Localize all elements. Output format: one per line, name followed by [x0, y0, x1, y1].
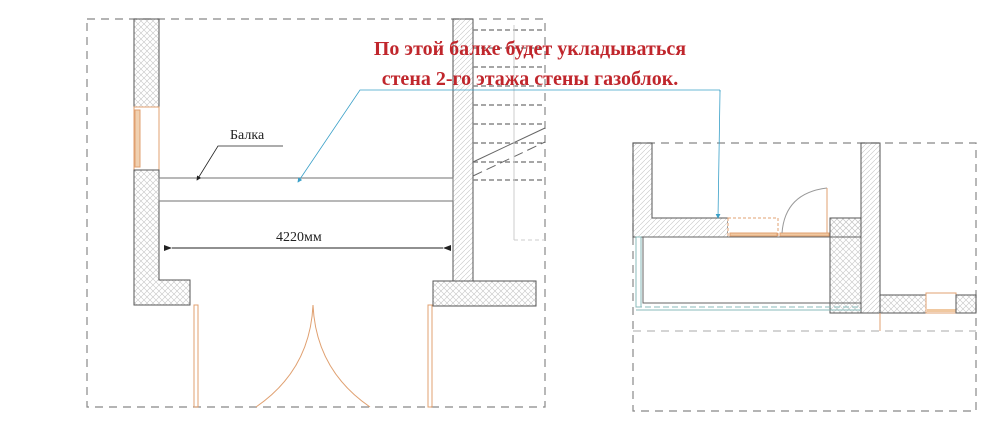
- dimension-label: 4220мм: [276, 230, 322, 245]
- annotation-text: По этой балке будет укладываться стена 2…: [330, 34, 730, 94]
- left-plan: [86, 18, 720, 408]
- annotation-line-2: стена 2-го этажа стены газоблок.: [381, 68, 679, 90]
- annotation-line-1: По этой балке будет укладываться: [373, 38, 687, 60]
- beam-label: Балка: [230, 128, 265, 143]
- right-plan: [632, 90, 977, 412]
